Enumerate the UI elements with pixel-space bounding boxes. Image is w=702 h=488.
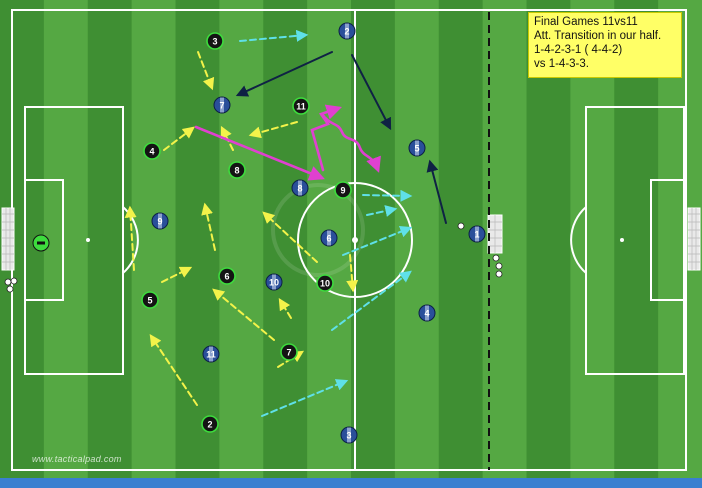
cyan-arrow bbox=[342, 226, 413, 256]
blue-player[interactable]: 3 bbox=[340, 426, 358, 444]
team-black: 3 4 8 11 9 6 10 5 7 2 bbox=[32, 32, 352, 433]
navy-arrow bbox=[235, 51, 333, 97]
black-player[interactable]: 3 bbox=[206, 32, 224, 50]
magenta-arrow bbox=[320, 112, 381, 173]
black-player[interactable]: 11 bbox=[292, 97, 310, 115]
player-number: 2 bbox=[207, 420, 212, 430]
player-number: 5 bbox=[414, 144, 419, 154]
yellow-arrow bbox=[262, 211, 318, 263]
black-player[interactable] bbox=[32, 234, 50, 252]
yellow-arrow bbox=[149, 334, 198, 406]
player-number: 10 bbox=[320, 279, 330, 289]
ball bbox=[4, 278, 12, 286]
cyan-arrow bbox=[261, 379, 349, 417]
balls bbox=[4, 222, 503, 293]
session-note: Final Games 11vs11 Att. Transition in ou… bbox=[528, 12, 682, 78]
yellow-arrow bbox=[201, 202, 216, 251]
center-logo-watermark bbox=[271, 183, 365, 277]
player-number: 6 bbox=[326, 234, 331, 244]
ball bbox=[495, 270, 503, 278]
player-number: 7 bbox=[219, 101, 224, 111]
magenta-arrow bbox=[310, 104, 342, 172]
player-number: 10 bbox=[269, 278, 279, 288]
yellow-arrow bbox=[197, 51, 215, 91]
black-player[interactable]: 5 bbox=[141, 291, 159, 309]
player-number: 6 bbox=[224, 272, 229, 282]
black-player[interactable]: 7 bbox=[280, 343, 298, 361]
blue-player[interactable]: 8 bbox=[291, 179, 309, 197]
footer-band bbox=[0, 478, 702, 488]
watermark-url: www.tacticalpad.com bbox=[32, 454, 122, 464]
yellow-arrow bbox=[163, 126, 195, 151]
blue-player[interactable]: 7 bbox=[213, 96, 231, 114]
movement-arrows bbox=[124, 29, 447, 417]
player-number: 3 bbox=[212, 37, 217, 47]
player-number: 3 bbox=[346, 431, 351, 441]
note-line-opponent: vs 1-4-3-3. bbox=[534, 58, 589, 70]
yellow-arrow bbox=[124, 205, 137, 271]
player-number: 2 bbox=[344, 27, 349, 37]
ball bbox=[495, 262, 503, 270]
cyan-arrow bbox=[239, 29, 309, 42]
blue-player[interactable]: 11 bbox=[202, 345, 220, 363]
ball bbox=[457, 222, 465, 230]
player-number: 9 bbox=[340, 186, 345, 196]
cyan-arrow bbox=[366, 205, 398, 217]
yellow-arrow bbox=[278, 297, 292, 319]
ball bbox=[6, 285, 14, 293]
blue-player[interactable]: 4 bbox=[418, 304, 436, 322]
team-blue: 2 7 5 8 9 6 10 4 11 3 1 bbox=[151, 22, 486, 444]
navy-arrow bbox=[426, 159, 447, 224]
cyan-arrow bbox=[362, 189, 413, 202]
player-number: 11 bbox=[296, 102, 306, 112]
note-line-title: Final Games 11vs11 bbox=[534, 16, 638, 28]
player-number: 1 bbox=[474, 230, 479, 240]
ball bbox=[492, 254, 500, 262]
player-number: 4 bbox=[424, 309, 429, 319]
left-goal bbox=[1, 207, 15, 271]
player-number: 4 bbox=[149, 147, 154, 157]
black-player[interactable]: 2 bbox=[201, 415, 219, 433]
navy-arrow bbox=[351, 54, 392, 131]
player-number: 8 bbox=[234, 166, 239, 176]
black-player[interactable]: 10 bbox=[316, 274, 334, 292]
black-player[interactable]: 6 bbox=[218, 267, 236, 285]
player-number: 11 bbox=[206, 350, 216, 360]
black-player[interactable]: 8 bbox=[228, 161, 246, 179]
blue-player[interactable]: 10 bbox=[265, 273, 283, 291]
yellow-arrow bbox=[161, 266, 193, 283]
right-goal bbox=[687, 207, 701, 271]
blue-player[interactable]: 9 bbox=[151, 212, 169, 230]
yellow-arrow bbox=[346, 254, 359, 293]
player-number: 9 bbox=[157, 217, 162, 227]
cyan-arrow bbox=[331, 270, 412, 331]
blue-player[interactable]: 6 bbox=[320, 229, 338, 247]
mini-goal bbox=[487, 214, 503, 254]
player-number: 5 bbox=[147, 296, 152, 306]
ball bbox=[10, 277, 18, 285]
blue-player[interactable]: 5 bbox=[408, 139, 426, 157]
note-line-formation: 1-4-2-3-1 ( 4-4-2) bbox=[534, 44, 623, 56]
magenta-arrow bbox=[194, 125, 325, 181]
black-player[interactable]: 4 bbox=[143, 142, 161, 160]
player-number: 8 bbox=[297, 184, 302, 194]
player-number: 7 bbox=[286, 348, 291, 358]
black-player[interactable]: 9 bbox=[334, 181, 352, 199]
blue-player[interactable]: 1 bbox=[468, 225, 486, 243]
yellow-arrow bbox=[212, 288, 275, 341]
yellow-arrow bbox=[248, 121, 298, 139]
blue-player[interactable]: 2 bbox=[338, 22, 356, 40]
pitch-spots bbox=[86, 237, 624, 243]
note-line-subtitle: Att. Transition in our half. bbox=[534, 30, 662, 42]
